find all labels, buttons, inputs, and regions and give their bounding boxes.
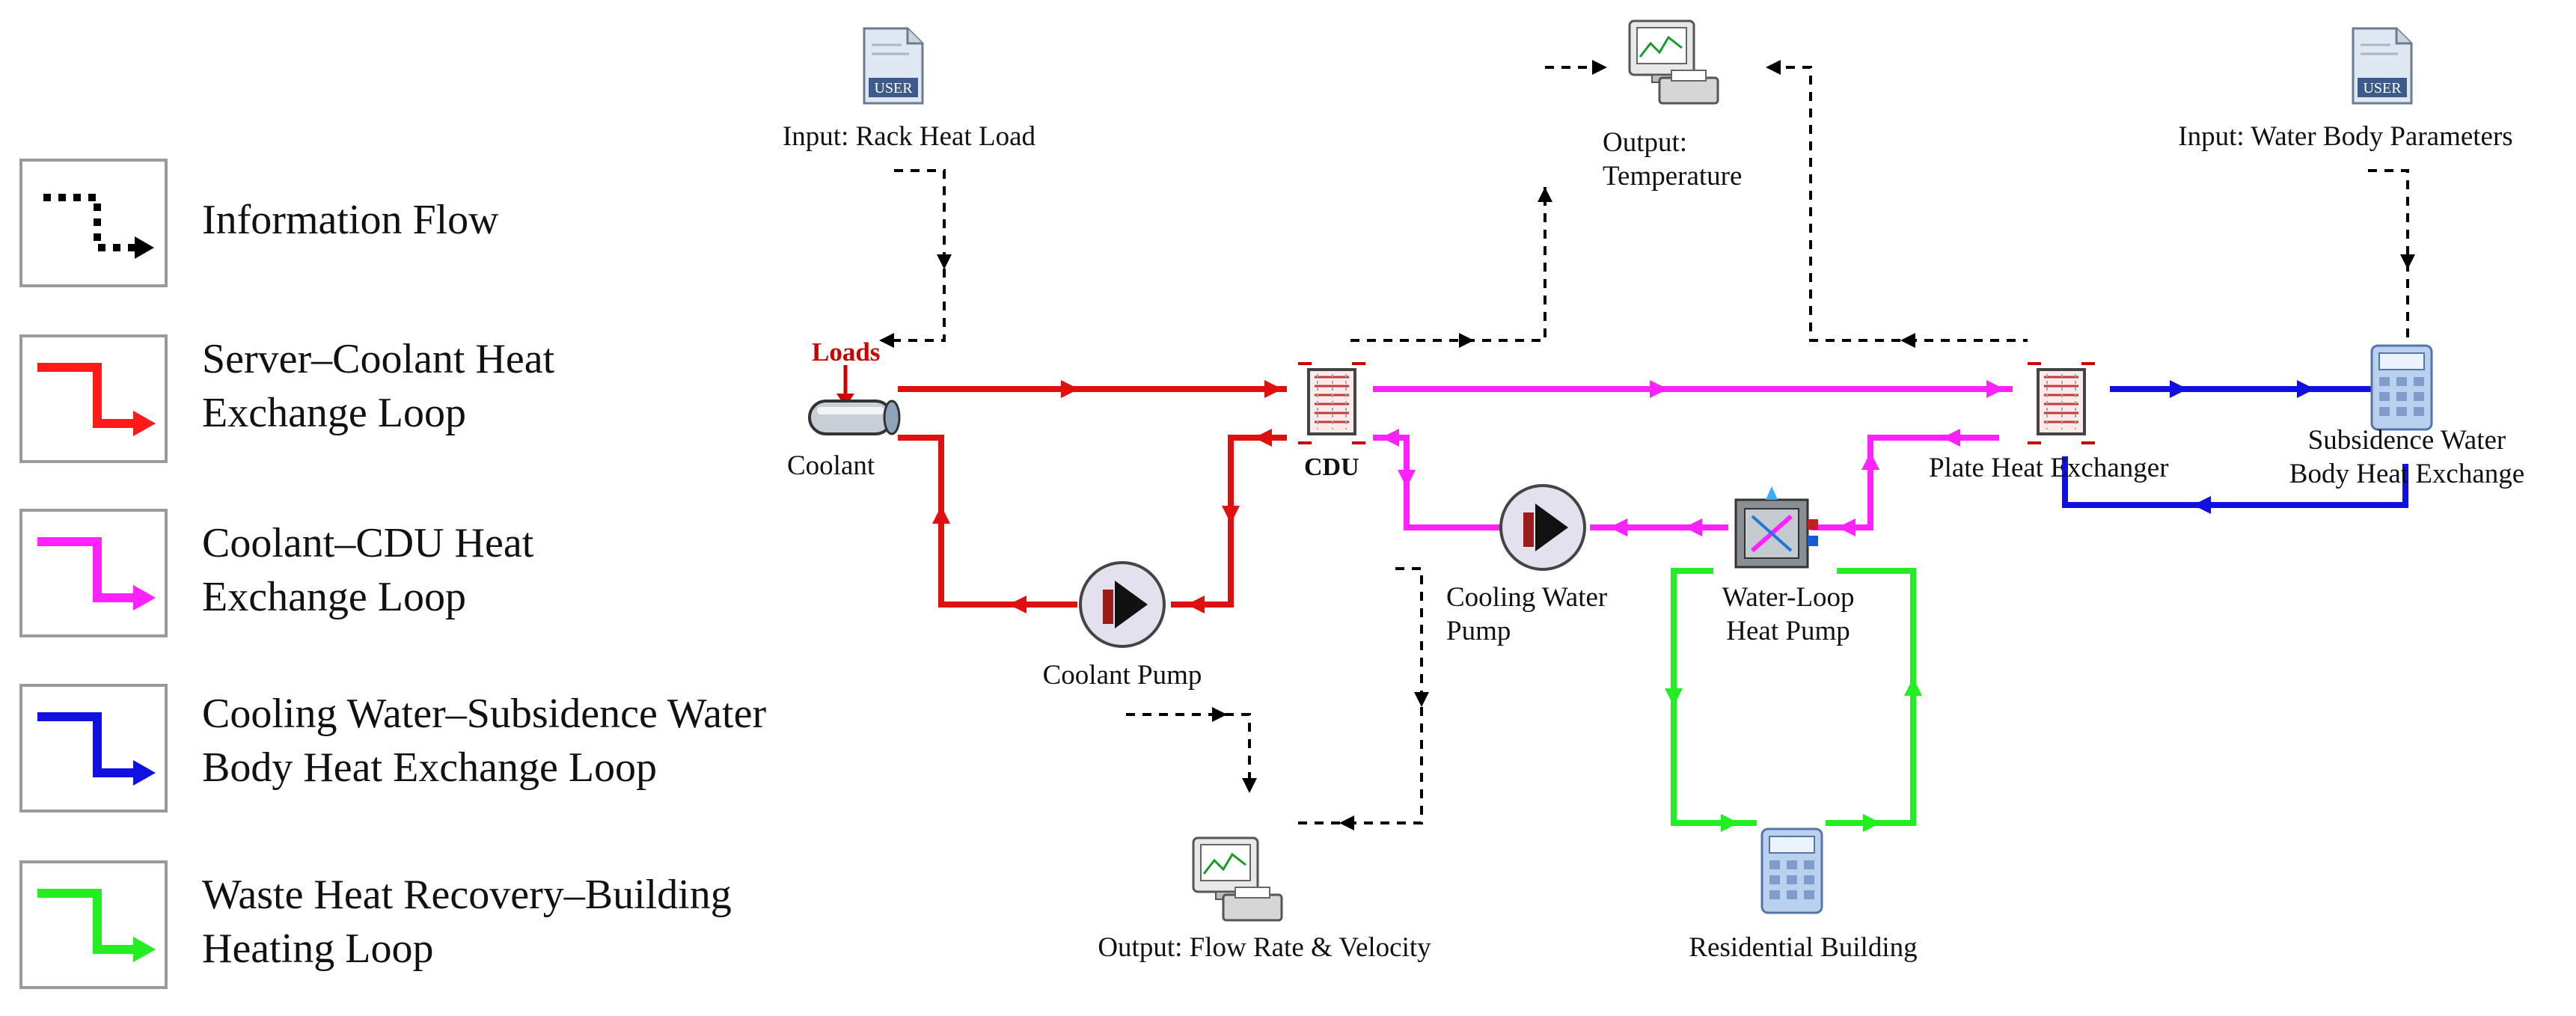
- label-output-temperature: Output: Temperature: [1603, 127, 1743, 192]
- calculator-icon-subsidence: [2370, 344, 2433, 431]
- legend-label-server-coolant: Server–Coolant Heat Exchange Loop: [202, 336, 555, 436]
- water-loop-heat-pump-icon: [1734, 486, 1818, 569]
- legend-label-coolant-cdu: Coolant–CDU Heat Exchange Loop: [202, 520, 534, 620]
- legend-label-cooling-subsidence: Cooling Water–Subsidence Water Body Heat…: [202, 691, 767, 791]
- coolant-pump-icon: [1079, 561, 1166, 648]
- cdu-heat-exchanger-icon: [1298, 359, 1365, 449]
- legend-label-information-flow: Information Flow: [202, 197, 499, 243]
- waste-heat-arrows: [1665, 678, 1922, 832]
- information-flow-arrowheads: [879, 60, 2415, 830]
- server-coolant-arrows: [932, 380, 1282, 613]
- user-document-icon-rack: USER: [863, 27, 924, 105]
- label-output-flow-rate-velocity: Output: Flow Rate & Velocity: [1098, 932, 1431, 963]
- legend-swatch-cooling-subsidence: [19, 684, 168, 813]
- legend-swatch-coolant-cdu: [19, 509, 168, 637]
- calculator-icon-residential: [1760, 827, 1823, 914]
- label-cdu: CDU: [1304, 453, 1359, 481]
- coolant-cdu-arrows: [1381, 380, 2004, 536]
- legend-swatch-waste-heat: [19, 860, 168, 989]
- user-badge-text: USER: [874, 80, 913, 97]
- monitor-printer-icon-temperature: [1628, 19, 1719, 105]
- legend-label-waste-heat: Waste Heat Recovery–Building Heating Loo…: [202, 872, 732, 972]
- label-residential-building: Residential Building: [1689, 932, 1918, 963]
- plate-heat-exchanger-icon: [2028, 359, 2095, 449]
- user-badge-text: USER: [2363, 80, 2402, 97]
- cooling-subsidence-loop: [2062, 386, 2408, 508]
- user-document-icon-water: USER: [2352, 27, 2413, 105]
- label-cooling-water-pump: Cooling Water Pump: [1446, 582, 1608, 646]
- label-water-loop-heat-pump: Water-Loop Heat Pump: [1722, 582, 1855, 646]
- label-plate-heat-exchanger: Plate Heat Exchanger: [1929, 453, 2169, 483]
- coolant-cdu-loop: [1373, 386, 2013, 530]
- label-input-rack-heat-load: Input: Rack Heat Load: [782, 121, 1036, 152]
- cooling-subsidence-arrows: [2170, 380, 2315, 514]
- label-input-water-body-parameters: Input: Water Body Parameters: [2178, 121, 2513, 152]
- label-coolant-pump: Coolant Pump: [1042, 660, 1202, 691]
- cooling-water-pump-icon: [1499, 484, 1586, 571]
- server-coolant-loop: [898, 386, 1287, 608]
- label-coolant: Coolant: [787, 450, 875, 481]
- monitor-printer-icon-flow: [1192, 836, 1283, 922]
- label-subsidence-water-body: Subsidence Water Body Heat Exchange: [2289, 425, 2525, 489]
- legend-swatch-information-flow: [19, 159, 168, 287]
- label-loads: Loads: [812, 337, 881, 367]
- legend-swatch-server-coolant: [19, 334, 168, 463]
- coolant-tank-icon: [808, 400, 901, 435]
